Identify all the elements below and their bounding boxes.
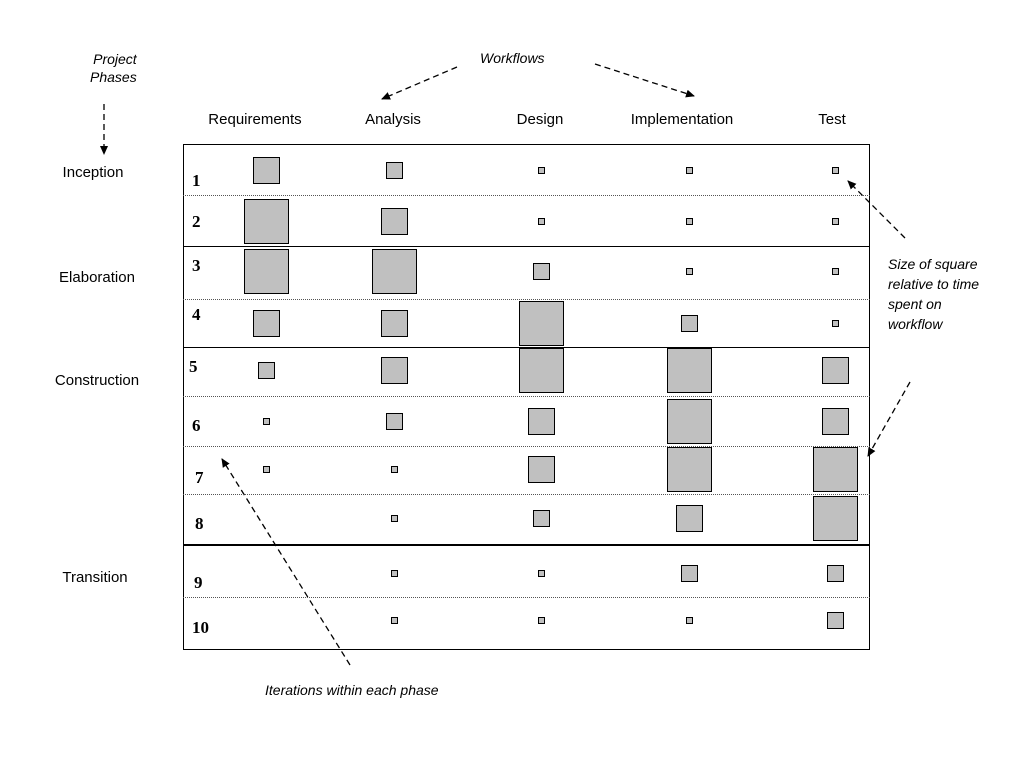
size-note-line3: spent on <box>888 296 942 312</box>
phase-separator <box>183 246 870 247</box>
project-phases-label: Project Phases <box>90 50 137 86</box>
effort-square-iter1-test <box>831 166 839 174</box>
size-note-arrow-down <box>867 381 911 457</box>
phase-construction: Construction <box>54 372 140 389</box>
effort-square-iter4-analysis <box>380 309 408 337</box>
effort-square-iter5-requirements <box>257 361 275 379</box>
project-phases-line2: Phases <box>90 69 137 85</box>
effort-square-iter6-test <box>821 407 849 435</box>
iteration-number-8: 8 <box>195 514 204 533</box>
effort-square-iter7-test <box>812 446 858 492</box>
size-note-line1: Size of square <box>888 256 978 272</box>
effort-square-iter6-analysis <box>385 412 403 430</box>
effort-square-iter5-test <box>821 356 849 384</box>
effort-square-iter10-implementation <box>685 616 693 624</box>
iteration-number-4: 4 <box>192 305 201 324</box>
effort-square-iter5-design <box>518 347 564 393</box>
effort-square-iter8-design <box>532 509 550 527</box>
iterations-note: Iterations within each phase <box>265 682 439 698</box>
size-note: Size of square relative to time spent on… <box>888 254 979 334</box>
column-header-analysis: Analysis <box>365 111 421 128</box>
effort-square-iter10-analysis <box>390 616 398 624</box>
effort-square-iter6-requirements <box>262 417 270 425</box>
effort-square-iter4-requirements <box>252 309 280 337</box>
effort-square-iter1-design <box>537 166 545 174</box>
effort-square-iter10-test <box>826 611 844 629</box>
effort-square-iter9-design <box>537 569 545 577</box>
effort-square-iter1-requirements <box>252 156 280 184</box>
column-header-implementation: Implementation <box>630 111 734 128</box>
effort-square-iter2-requirements <box>243 198 289 244</box>
iteration-separator <box>183 494 870 495</box>
effort-square-iter1-implementation <box>685 166 693 174</box>
effort-square-iter9-implementation <box>680 564 698 582</box>
iteration-number-3: 3 <box>192 256 201 275</box>
phase-elaboration: Elaboration <box>59 269 135 286</box>
iteration-number-10: 10 <box>192 618 209 637</box>
size-note-arrow-up <box>847 180 906 239</box>
effort-square-iter10-design <box>537 616 545 624</box>
iteration-separator <box>183 195 870 196</box>
iteration-number-9: 9 <box>194 573 203 592</box>
effort-square-iter4-implementation <box>680 314 698 332</box>
effort-square-iter2-analysis <box>380 207 408 235</box>
column-header-test: Test <box>818 111 846 128</box>
effort-grid <box>183 144 870 650</box>
iteration-number-2: 2 <box>192 212 201 231</box>
effort-square-iter8-analysis <box>390 514 398 522</box>
size-note-line2: relative to time <box>888 276 980 292</box>
phase-separator <box>183 544 870 546</box>
effort-square-iter8-test <box>812 495 858 541</box>
workflows-arrow-right <box>594 63 695 98</box>
effort-square-iter4-design <box>518 300 564 346</box>
effort-square-iter5-implementation <box>666 347 712 393</box>
iteration-number-6: 6 <box>192 416 201 435</box>
iteration-separator <box>183 597 870 598</box>
effort-square-iter3-implementation <box>685 267 693 275</box>
effort-square-iter1-analysis <box>385 161 403 179</box>
effort-square-iter7-requirements <box>262 465 270 473</box>
iteration-number-7: 7 <box>195 468 204 487</box>
size-note-line4: workflow <box>888 316 943 332</box>
effort-square-iter6-implementation <box>666 398 712 444</box>
iteration-number-1: 1 <box>192 171 201 190</box>
phase-inception: Inception <box>62 164 124 181</box>
workflows-label: Workflows <box>480 50 545 66</box>
effort-square-iter5-analysis <box>380 356 408 384</box>
iteration-separator <box>183 446 870 447</box>
effort-square-iter8-implementation <box>675 504 703 532</box>
column-header-requirements: Requirements <box>208 111 302 128</box>
effort-square-iter3-design <box>532 262 550 280</box>
effort-square-iter3-requirements <box>243 248 289 294</box>
effort-square-iter3-test <box>831 267 839 275</box>
iteration-separator <box>183 396 870 397</box>
phase-transition: Transition <box>62 569 128 586</box>
effort-square-iter2-test <box>831 217 839 225</box>
iteration-separator <box>183 299 870 300</box>
effort-square-iter9-analysis <box>390 569 398 577</box>
effort-square-iter3-analysis <box>371 248 417 294</box>
effort-square-iter7-implementation <box>666 446 712 492</box>
iterations-arrow <box>221 458 351 666</box>
effort-square-iter7-design <box>527 455 555 483</box>
workflows-arrow-left <box>381 66 458 100</box>
effort-square-iter7-analysis <box>390 465 398 473</box>
effort-square-iter4-test <box>831 319 839 327</box>
effort-square-iter9-test <box>826 564 844 582</box>
effort-square-iter2-design <box>537 217 545 225</box>
effort-square-iter2-implementation <box>685 217 693 225</box>
effort-square-iter6-design <box>527 407 555 435</box>
project-phases-line1: Project <box>93 51 137 67</box>
iteration-number-5: 5 <box>189 357 198 376</box>
column-header-design: Design <box>516 111 564 128</box>
